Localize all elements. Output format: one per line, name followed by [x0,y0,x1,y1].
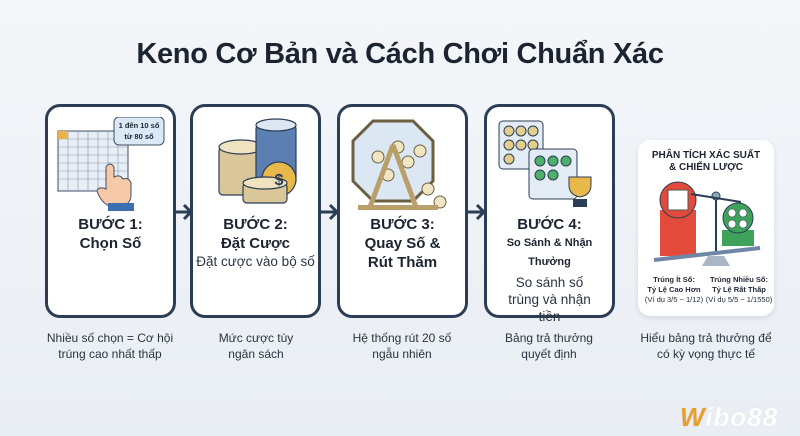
step-3-label: BƯỚC 3: Quay Số & Rút Thăm [340,215,465,272]
lottery-drum-icon [351,119,447,210]
ticket-trophy-icon [498,120,592,207]
step-heading: BƯỚC 2: [223,216,288,233]
analysis-caption: Hiểu bảng trả thưởng để có kỳ vọng thực … [640,331,772,361]
step-description: Đặt cược vào bộ số [196,254,315,269]
analysis-title: PHÂN TÍCH XÁC SUẤT & CHIẾN LƯỢC [651,150,761,173]
step-3-card: BƯỚC 3: Quay Số & Rút Thăm [337,104,468,318]
wibo88-logo: Wibo88 [680,402,778,433]
step-2-caption: Mức cược tùy ngân sách [218,331,294,361]
step-4-card: BƯỚC 4: So Sánh & Nhận Thưởng So sánh số… [484,104,615,324]
logo-mark: W [680,402,706,432]
step-1-card: 1 đến 10 số từ 80 số BƯỚC 1: Chọn Số [45,104,176,318]
step-heading: BƯỚC 3: [370,216,435,233]
step-name: Quay Số & Rút Thăm [364,235,441,271]
right-label: Trúng Nhiều Số: [710,275,768,284]
step-3-caption: Hệ thống rút 20 số ngẫu nhiên [352,331,452,361]
step-heading: BƯỚC 4: [517,216,582,233]
step-2-card: $ BƯỚC 2: Đặt Cược Đặt cược vào bộ số [190,104,321,318]
step-1-caption: Nhiều số chọn = Cơ hội trúng cao nhất th… [46,331,174,361]
step-4-caption: Bảng trả thưởng quyết định [505,331,593,361]
step-description: So sánh số trùng và nhận tiền [508,275,591,324]
bubble-line-2: từ 80 số [124,132,154,141]
step-2-label: BƯỚC 2: Đặt Cược Đặt cược vào bộ số [193,215,318,270]
logo-text: ibo88 [705,402,779,432]
svg-text:$: $ [275,172,284,189]
right-odds: Tỷ Lệ Rất Thấp [712,285,766,294]
step-name: Chọn Số [79,235,142,252]
analysis-card: PHÂN TÍCH XÁC SUẤT & CHIẾN LƯỢC Trúng Ít… [638,140,774,316]
step-heading: BƯỚC 1: [78,216,143,233]
left-odds: Tỷ Lệ Cao Hơn [647,285,701,294]
page-title: Keno Cơ Bản và Cách Chơi Chuẩn Xác [136,38,664,70]
right-example: (Ví dụ 5/5 ~ 1/1550) [705,295,773,304]
step-4-label: BƯỚC 4: So Sánh & Nhận Thưởng So sánh số… [487,215,612,325]
balance-scale-icon [653,181,761,266]
left-label: Trúng Ít Số: [653,275,695,284]
step-1-label: BƯỚC 1: Chọn Số [48,215,173,253]
bubble-line-1: 1 đến 10 số [119,121,160,130]
number-grid-hand-icon: 1 đến 10 số từ 80 số [57,117,165,211]
left-example: (Ví dụ 3/5 ~ 1/12) [644,295,704,304]
analysis-left: Trúng Ít Số: Tỷ Lệ Cao Hơn (Ví dụ 3/5 ~ … [642,275,706,305]
chips-coin-icon: $ [218,118,297,204]
step-name: So Sánh & Nhận Thưởng [506,237,593,268]
analysis-right: Trúng Nhiều Số: Tỷ Lệ Rất Thấp (Ví dụ 5/… [704,275,774,305]
step-name: Đặt Cược [220,235,291,252]
